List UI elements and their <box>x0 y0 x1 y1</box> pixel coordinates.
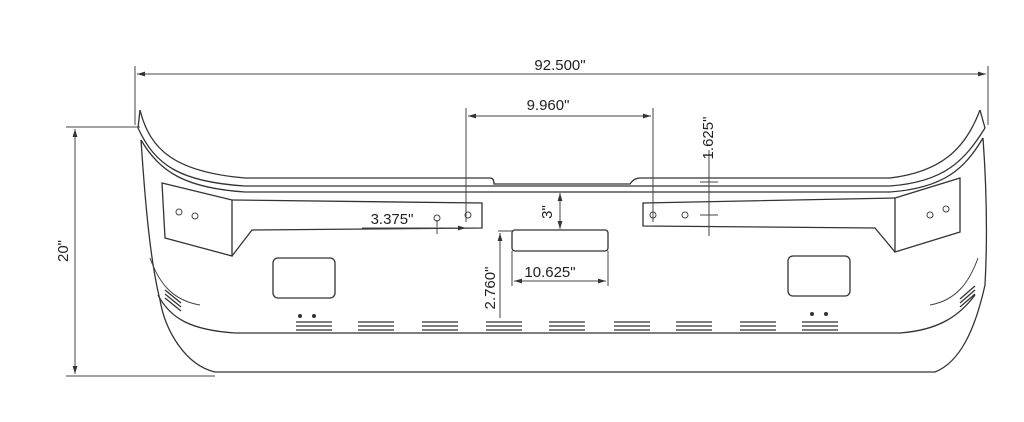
bumper-outline <box>137 109 988 373</box>
lower-vent-slots <box>296 321 838 331</box>
overall-height-dimension: 20" <box>55 126 215 377</box>
vent-slot <box>614 321 650 331</box>
right-panel-hole <box>926 211 934 219</box>
right-panel-hole <box>942 205 950 213</box>
vent-slot <box>296 321 332 331</box>
hole-spacing-label: 9.960" <box>527 97 570 114</box>
opening-height-dimension: 2.760" <box>482 230 512 318</box>
opening-offset-dimension: 3" <box>539 193 563 229</box>
vertical-offset-label: 1.625" <box>700 117 717 160</box>
left-corner-vents <box>164 289 182 312</box>
opening-height-label: 2.760" <box>482 267 499 310</box>
vent-slot <box>549 321 585 331</box>
left-bracket-hole <box>464 211 472 219</box>
left-corner-panel <box>161 182 483 257</box>
right-fog-light-opening <box>787 255 851 297</box>
overall-width-dimension: 92.500" <box>134 57 989 125</box>
vent-slot <box>802 321 838 331</box>
overall-height-label: 20" <box>55 240 72 262</box>
overall-width-label: 92.500" <box>534 57 585 74</box>
vent-slot <box>358 321 394 331</box>
opening-offset-label: 3" <box>539 205 556 219</box>
hole-spacing-dimension: 9.960" <box>465 97 654 222</box>
left-panel-hole <box>191 212 199 220</box>
vent-slot <box>740 321 776 331</box>
tow-holes <box>298 312 828 318</box>
vent-slot <box>676 321 712 331</box>
side-hole-offset-label: 3.375" <box>371 211 414 228</box>
opening-width-dimension: 10.625" <box>511 251 609 286</box>
center-opening <box>511 229 609 252</box>
right-corner-vents <box>959 285 976 308</box>
right-bracket-hole <box>681 211 689 219</box>
left-fog-light-opening <box>272 257 336 299</box>
right-corner-panel <box>642 177 961 253</box>
side-hole-offset-dimension: 3.375" <box>362 211 466 234</box>
left-panel-hole <box>175 208 183 216</box>
opening-width-label: 10.625" <box>524 264 575 281</box>
vent-slot <box>422 321 458 331</box>
vent-slot <box>486 321 522 331</box>
vertical-offset-dimension: 1.625" <box>700 117 718 236</box>
